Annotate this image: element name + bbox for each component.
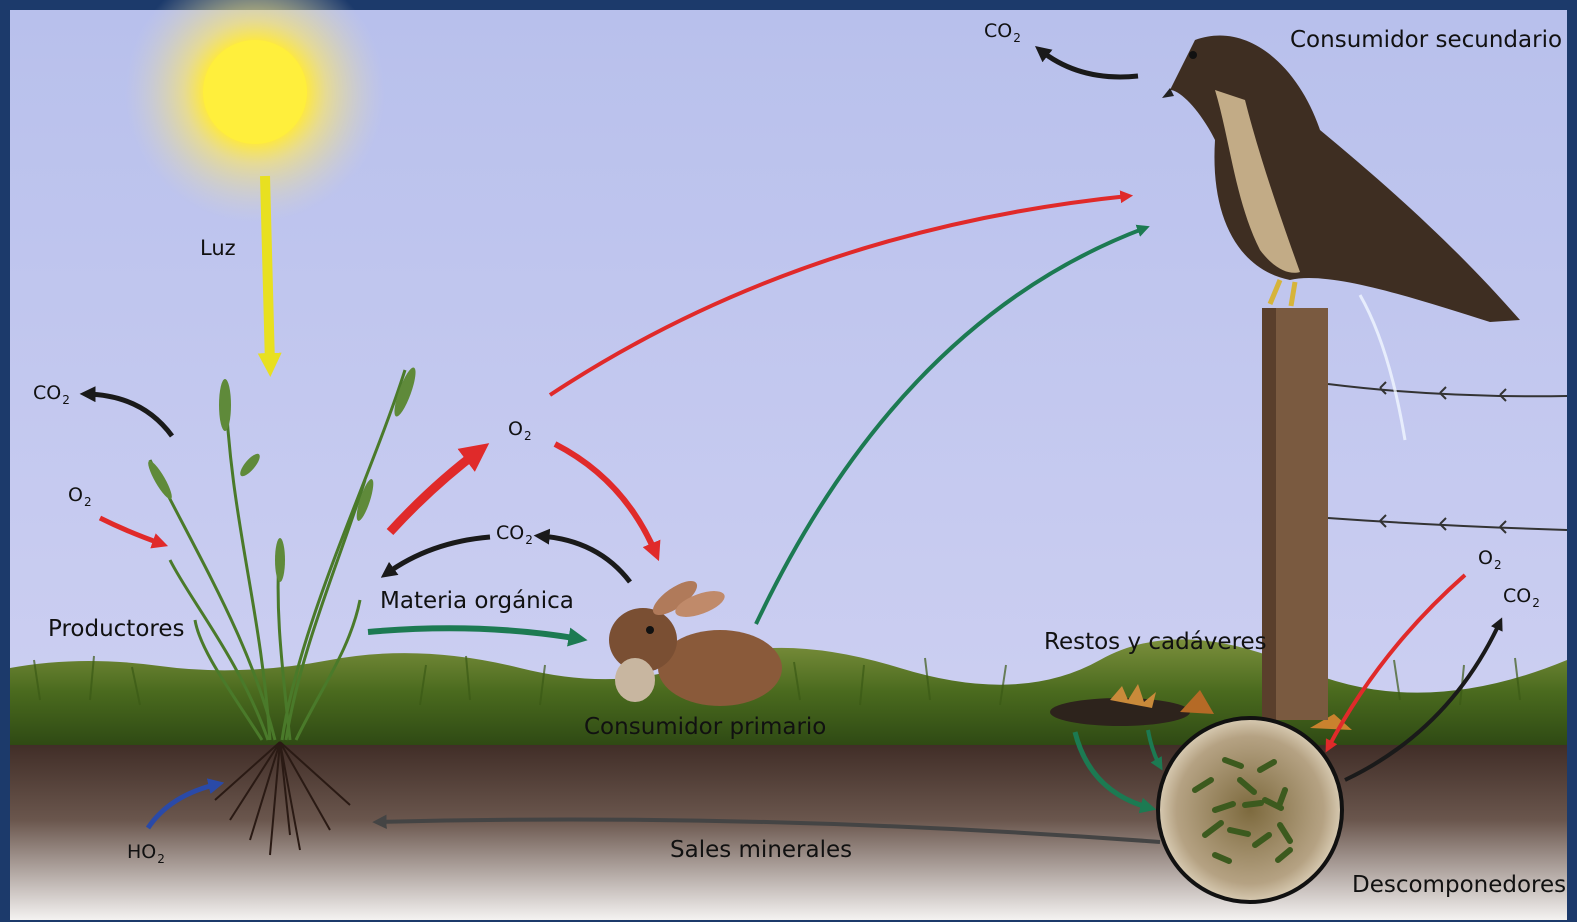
co2-label-center: CO2 (496, 524, 533, 546)
co2-label-hawk: CO2 (984, 22, 1021, 44)
luz-label: Luz (200, 238, 236, 259)
descomponedores-label: Descomponedores (1352, 874, 1566, 897)
o2-label-decomposers: O2 (1478, 549, 1502, 571)
restos-label: Restos y cadáveres (1044, 631, 1267, 654)
consumidor-secundario-label: Consumidor secundario (1290, 29, 1562, 52)
co2-label-plant: CO2 (33, 384, 70, 406)
ho2-label: HO2 (127, 843, 165, 865)
o2-label-center: O2 (508, 420, 532, 442)
co2-label-decomposers: CO2 (1503, 587, 1540, 609)
decomposer-circle-icon (1158, 718, 1342, 902)
consumidor-primario-label: Consumidor primario (584, 716, 826, 739)
light-arrow (265, 176, 270, 365)
materia-organica-label: Materia orgánica (380, 590, 574, 613)
productores-label: Productores (48, 618, 184, 641)
o2-label-plant-in: O2 (68, 486, 92, 508)
sales-minerales-label: Sales minerales (670, 839, 852, 862)
